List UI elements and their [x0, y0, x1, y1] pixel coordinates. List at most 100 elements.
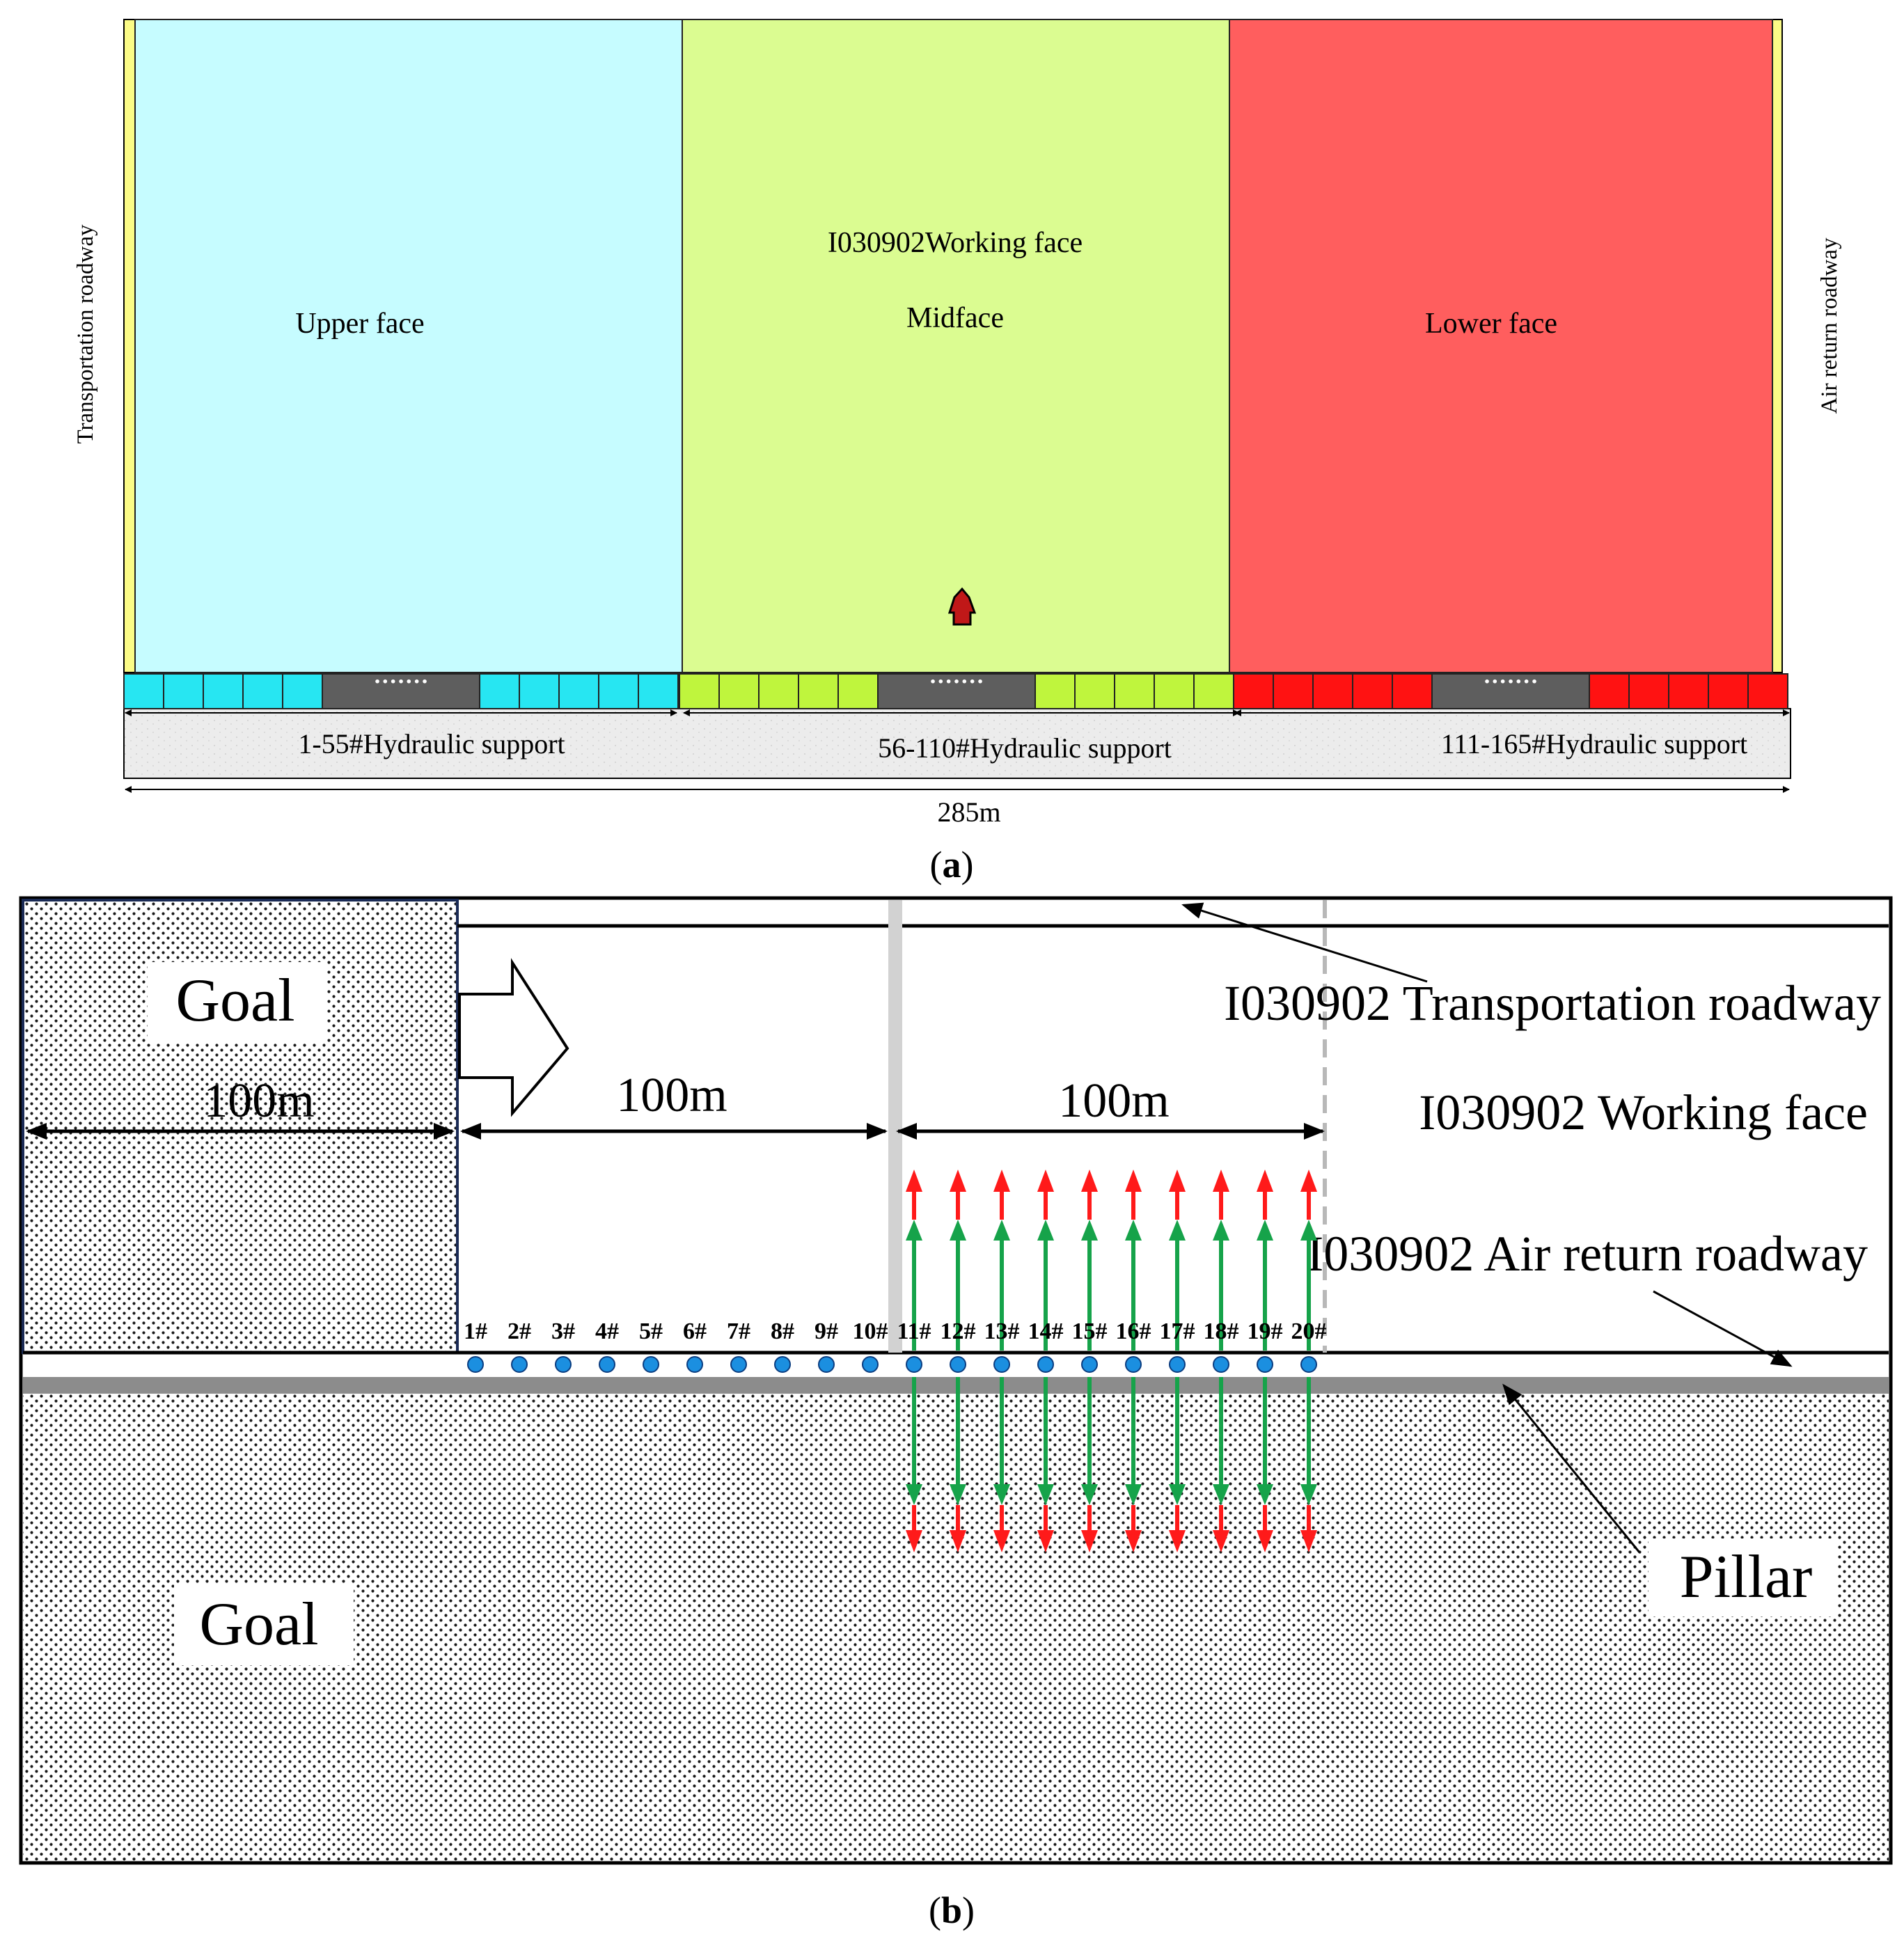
measuring-point-label: 12# [941, 1319, 976, 1344]
measuring-point-label: 17# [1160, 1319, 1195, 1344]
arrow-outer-up-head [1213, 1170, 1229, 1192]
measuring-point-label: 15# [1072, 1319, 1108, 1344]
support-cell [1233, 673, 1274, 709]
support-ellipsis: ······· [929, 669, 984, 695]
measuring-point-label: 10# [853, 1319, 888, 1344]
upper-face-zone [134, 19, 683, 673]
measuring-point [686, 1356, 703, 1373]
displacement-arrow-pair [1125, 1170, 1142, 1552]
measuring-point-label: 2# [508, 1319, 531, 1344]
support-cell [1668, 673, 1709, 709]
displacement-arrow-pair [1081, 1170, 1098, 1552]
panel-b: Goal Goal Pillar 100m 100m 100m I030902 … [19, 896, 1893, 1931]
support-gap-block [322, 673, 480, 709]
dimension-label-1: 100m [203, 1074, 314, 1128]
arrow-inner-up-head [1125, 1220, 1142, 1241]
arrow-outer-up-head [1257, 1170, 1273, 1192]
measuring-point [467, 1356, 484, 1373]
working-face-label-b: I030902 Working face [1419, 1085, 1868, 1140]
zone-label-upper-face: Upper face [295, 308, 424, 340]
arrow-inner-up-head [993, 1220, 1010, 1241]
arrow-outer-down-head [1037, 1530, 1054, 1552]
midface-zone [682, 19, 1230, 673]
measuring-point [1081, 1356, 1098, 1373]
measuring-point-label: 16# [1116, 1319, 1151, 1344]
measuring-point [511, 1356, 528, 1373]
displacement-arrow-pair [1169, 1170, 1186, 1552]
support-cell [282, 673, 323, 709]
support-cell [718, 673, 760, 709]
arrow-outer-up-head [1081, 1170, 1098, 1192]
arrow-outer-up-head [1300, 1170, 1317, 1192]
displacement-arrow-pair [1213, 1170, 1229, 1552]
arrow-inner-up-head [1081, 1220, 1098, 1241]
support-group-1-label: 1-55#Hydraulic support [298, 728, 565, 759]
air-return-roadway-pointer [1653, 1290, 1793, 1367]
measuring-point-label: 18# [1204, 1319, 1239, 1344]
measuring-point-label: 11# [897, 1319, 931, 1344]
measuring-point-label: 4# [595, 1319, 619, 1344]
advance-direction-arrow [947, 587, 977, 626]
support-group-3-label: 111-165#Hydraulic support [1441, 728, 1747, 759]
panel-a-caption: (a) [930, 844, 974, 886]
measuring-point [555, 1356, 572, 1373]
support-cell [1034, 673, 1076, 709]
support-cell [1628, 673, 1669, 709]
displacement-arrow-pair [950, 1170, 966, 1552]
pillar-label: Pillar [1680, 1543, 1813, 1611]
measuring-point-label: 8# [771, 1319, 794, 1344]
panel-a: Upper face I030902Working face Midface L… [73, 19, 1842, 886]
arrow-outer-up-head [1125, 1170, 1142, 1192]
support-cell [1074, 673, 1115, 709]
measuring-point-label: 9# [815, 1319, 838, 1344]
measuring-point-label: 5# [639, 1319, 663, 1344]
dimension-label-3: 100m [1058, 1074, 1169, 1128]
arrow-inner-up-head [1169, 1220, 1186, 1241]
support-cell [837, 673, 879, 709]
support-cell [1589, 673, 1630, 709]
measuring-point-label: 7# [727, 1319, 750, 1344]
transport-roadway-pointer [1181, 902, 1428, 983]
support-cell [203, 673, 244, 709]
goal-bottom-label: Goal [199, 1591, 318, 1658]
goal-top-label-background [148, 962, 327, 1043]
arrow-inner-up-head [1037, 1220, 1054, 1241]
measuring-point [950, 1356, 966, 1373]
air-return-roadway-label-b: I030902 Air return roadway [1307, 1226, 1868, 1282]
support-cell [1273, 673, 1314, 709]
support-cell [1747, 673, 1788, 709]
dimension-label-2: 100m [616, 1069, 727, 1122]
support-cell [1154, 673, 1195, 709]
arrow-outer-down-head [1125, 1530, 1142, 1552]
arrow-inner-down-head [1037, 1484, 1054, 1505]
measuring-point-label: 14# [1028, 1319, 1064, 1344]
transport-roadway-label: Transportation roadway [73, 224, 98, 443]
arrow-inner-down-head [950, 1484, 966, 1505]
transport-roadway-label-b: I030902 Transportation roadway [1224, 975, 1881, 1031]
arrow-inner-up-head [950, 1220, 966, 1241]
measuring-point [862, 1356, 879, 1373]
goal-bottom-label-background [174, 1584, 354, 1665]
displacement-arrow-pair [906, 1170, 922, 1552]
arrow-inner-down-head [1257, 1484, 1273, 1505]
arrow-outer-down-head [1257, 1530, 1273, 1552]
pillar-label-background [1649, 1538, 1838, 1616]
panel-b-caption: (b) [929, 1889, 975, 1931]
arrow-outer-down-head [950, 1530, 966, 1552]
support-cell [598, 673, 639, 709]
arrow-inner-down-head [1125, 1484, 1142, 1505]
support-cell [1193, 673, 1234, 709]
support-cell [1312, 673, 1353, 709]
support-group-2-label: 56-110#Hydraulic support [878, 732, 1172, 764]
measuring-point [730, 1356, 747, 1373]
arrow-inner-down-head [906, 1484, 922, 1505]
arrow-outer-down-head [1169, 1530, 1186, 1552]
measuring-point [1300, 1356, 1317, 1373]
displacement-arrow-pair [1257, 1170, 1273, 1552]
support-cell [519, 673, 560, 709]
pillar-pointer [1502, 1383, 1641, 1553]
measuring-point [1257, 1356, 1273, 1373]
zone-label-lower-face: Lower face [1425, 308, 1557, 340]
arrow-outer-down-head [993, 1530, 1010, 1552]
support-cell [242, 673, 283, 709]
